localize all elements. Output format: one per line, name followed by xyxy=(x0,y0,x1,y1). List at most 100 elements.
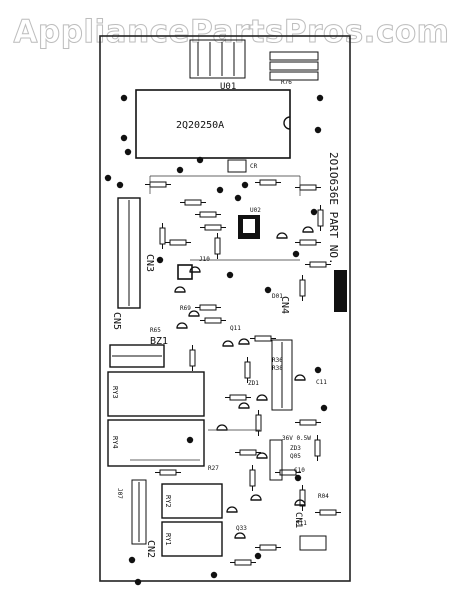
transistor xyxy=(302,226,314,233)
transistor xyxy=(256,394,268,401)
resistor xyxy=(255,410,262,436)
resistor xyxy=(230,559,256,566)
cn2-label: CN2 xyxy=(145,540,156,558)
q11-label: Q11 xyxy=(230,325,241,332)
cr-component xyxy=(227,159,247,173)
capacitor xyxy=(176,166,184,174)
transistor xyxy=(276,232,288,239)
capacitor xyxy=(120,134,128,142)
resistor xyxy=(165,239,191,246)
capacitor xyxy=(314,126,322,134)
capacitor xyxy=(254,552,262,560)
capacitor xyxy=(234,194,242,202)
bz1-label: BZ1 xyxy=(150,336,168,347)
cn5-label: CN5 xyxy=(111,312,122,330)
board-outline xyxy=(99,35,351,582)
resistor xyxy=(214,233,221,259)
resistor xyxy=(299,275,306,301)
relay-ry3 xyxy=(107,371,205,417)
resistor xyxy=(244,357,251,383)
r38-label: R38 xyxy=(272,365,283,372)
relay-ry4-label: RY4 xyxy=(111,436,119,449)
cr-label: CR xyxy=(250,163,258,170)
cn3-label: CN3 xyxy=(144,254,155,272)
capacitor xyxy=(104,174,112,182)
capacitor xyxy=(292,250,300,258)
capacitor xyxy=(116,181,124,189)
capacitor xyxy=(210,571,218,579)
capacitor xyxy=(316,94,324,102)
c10-label: C10 xyxy=(294,467,305,474)
capacitor xyxy=(226,271,234,279)
r27-label: R27 xyxy=(208,465,219,472)
resistor xyxy=(145,181,171,188)
relay-ry3-label: RY3 xyxy=(111,386,119,399)
resistor xyxy=(315,509,341,516)
resistor xyxy=(314,435,321,461)
resistor xyxy=(250,335,276,342)
transistor xyxy=(238,402,250,409)
resistor xyxy=(295,239,321,246)
capacitor xyxy=(264,286,272,294)
resistor-array-top xyxy=(269,51,319,81)
capacitor xyxy=(134,578,142,586)
cn1-label: CN1 xyxy=(293,512,303,528)
watermark: AppliancePartsPros.com xyxy=(13,14,450,51)
capacitor xyxy=(314,366,322,374)
resistor xyxy=(295,184,321,191)
capacitor xyxy=(128,556,136,564)
r65-label: R65 xyxy=(150,327,161,334)
c11-label: C11 xyxy=(316,379,327,386)
cn2-connector xyxy=(131,479,147,545)
zener-label: 36V 0.5W xyxy=(282,435,311,442)
capacitor xyxy=(241,181,249,189)
transistor xyxy=(294,374,306,381)
transistor xyxy=(256,452,268,459)
capacitor-group xyxy=(104,94,328,586)
resistor xyxy=(249,465,256,491)
capacitor xyxy=(216,186,224,194)
resistor xyxy=(200,224,226,231)
transistor xyxy=(188,310,200,317)
transistor xyxy=(294,499,306,506)
capacitor xyxy=(294,474,302,482)
zd1-label: ZD1 xyxy=(248,380,259,387)
transistor xyxy=(250,494,262,501)
resistor xyxy=(159,223,166,249)
transistor xyxy=(234,532,246,539)
cn4-label: CN4 xyxy=(279,296,290,314)
transistor xyxy=(176,322,188,329)
resistor xyxy=(299,485,306,511)
relay-ry1-label: RY1 xyxy=(164,533,172,546)
resistor xyxy=(255,544,281,551)
part-number-block xyxy=(334,270,347,312)
r36-label: R36 xyxy=(272,357,283,364)
resistor xyxy=(235,449,261,456)
cn1-connector xyxy=(299,535,327,551)
capacitor xyxy=(120,94,128,102)
j10-label: J10 xyxy=(199,256,210,263)
capacitor xyxy=(124,148,132,156)
resistor xyxy=(275,469,301,476)
transistor xyxy=(189,266,201,273)
resistor xyxy=(200,317,226,324)
q33-label: Q33 xyxy=(236,525,247,532)
resistor xyxy=(195,304,221,311)
right-strip xyxy=(269,439,283,481)
relay-ry1 xyxy=(161,521,223,557)
resistor xyxy=(180,199,206,206)
main-ic-ref: U01 xyxy=(220,82,236,92)
r69-label: R69 xyxy=(180,305,191,312)
main-ic xyxy=(135,89,291,159)
q05-label: Q05 xyxy=(290,453,301,460)
zd3-label: ZD3 xyxy=(290,445,301,452)
cn4-connector xyxy=(271,339,293,411)
relay-ry2-label: RY2 xyxy=(164,495,172,508)
u02-label: U02 xyxy=(250,207,261,214)
transistor xyxy=(222,340,234,347)
resistor xyxy=(225,394,251,401)
relay-ry4 xyxy=(107,419,205,467)
resistor xyxy=(295,419,321,426)
resistor xyxy=(317,205,324,231)
